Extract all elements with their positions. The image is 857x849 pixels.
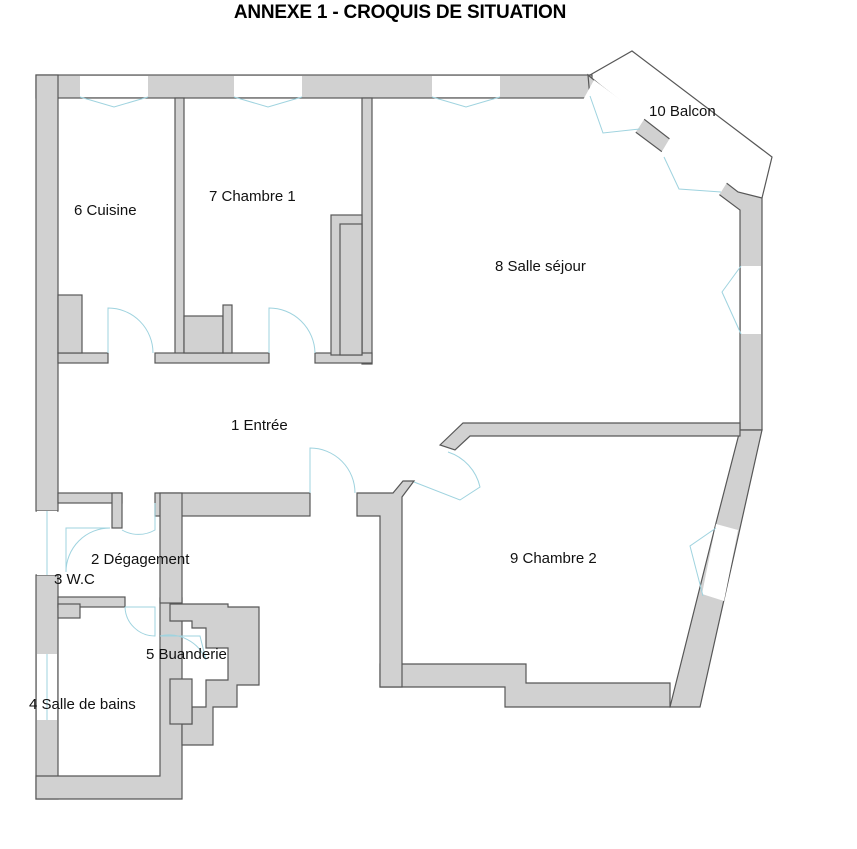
room-label-balcon: 10 Balcon <box>649 103 716 120</box>
kitchen-cabinet <box>57 294 83 354</box>
window-bedroom1-glass <box>233 96 303 108</box>
bedroom-living-divider <box>361 97 373 365</box>
room-label-chambre-1: 7 Chambre 1 <box>209 188 296 205</box>
balcony-door-2 <box>658 138 728 200</box>
room-label-entree: 1 Entrée <box>231 417 288 434</box>
balcony-door-1-glass <box>589 95 641 134</box>
left-wall-upper <box>35 74 59 512</box>
window-kitchen-glass <box>79 96 149 108</box>
kitchen-bottom-wall-left <box>57 352 109 364</box>
window-bedroom1 <box>234 76 302 97</box>
window-living-right <box>741 266 761 334</box>
wardrobe <box>339 223 363 356</box>
window-bedroom2-glass <box>689 527 717 597</box>
laundry-door <box>159 634 207 661</box>
wc-divider <box>57 596 126 608</box>
hall-post <box>111 492 123 529</box>
room-label-cuisine: 6 Cuisine <box>74 202 137 219</box>
kitchen-bottom-wall-right <box>154 352 270 364</box>
room-label-wc: 3 W.C <box>54 571 95 588</box>
window-bedroom2 <box>702 524 738 601</box>
window-living <box>432 76 500 97</box>
window-living-right-glass <box>721 265 742 335</box>
chambre2-bottom-wall <box>379 663 671 708</box>
bedroom1-door <box>268 307 316 354</box>
plan-title: ANNEXE 1 - CROQUIS DE SITUATION <box>233 2 567 23</box>
bedroom-closet-small <box>183 315 224 354</box>
kitchen-door <box>107 307 154 354</box>
salon-corner-wall <box>587 73 763 431</box>
room-label-buanderie: 5 Buanderie <box>146 646 227 663</box>
entrance-door <box>309 447 356 494</box>
room-label-salle-sejour: 8 Salle séjour <box>495 258 586 275</box>
hall-door <box>121 503 156 535</box>
balcony-door-1 <box>583 80 645 138</box>
bathroom-door <box>124 606 156 637</box>
bedroom2-door <box>413 451 481 501</box>
window-living-glass <box>431 96 501 108</box>
chambre2-left-wall <box>356 480 416 688</box>
room-label-chambre-2: 9 Chambre 2 <box>510 550 597 567</box>
room-label-salle-de-bains: 4 Salle de bains <box>29 696 136 713</box>
sejour-chambre2-wall <box>438 422 741 451</box>
wc-fixture <box>57 603 81 619</box>
corridor-wall <box>159 492 183 604</box>
kitchen-bedroom-divider <box>174 97 185 356</box>
balcony-outline <box>589 50 773 199</box>
room-label-degagement: 2 Dégagement <box>91 551 190 568</box>
window-kitchen <box>80 76 148 97</box>
laundry-fixture <box>169 678 193 725</box>
wc-door <box>65 527 111 573</box>
bedroom-closet-frame <box>222 304 233 354</box>
balcony-door-2-glass <box>663 156 722 193</box>
